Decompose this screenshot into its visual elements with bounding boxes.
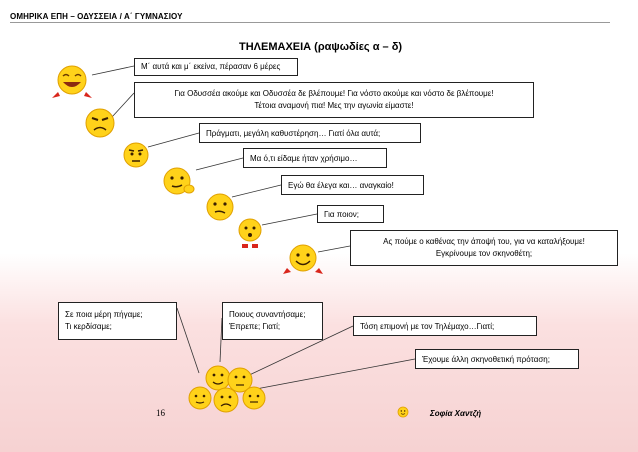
question-bubble: Ποιους συναντήσαμε; Έπρεπε; Γιατί;	[222, 302, 323, 340]
page-title: ΤΗΛΕΜΑΧΕΙΑ (ραψωδίες α – δ)	[239, 41, 403, 53]
hand-on-chin-smiley-icon	[163, 167, 195, 195]
frowning-smiley-icon	[85, 108, 115, 138]
skeptical-smiley-icon	[206, 193, 234, 221]
speech-bubble: Πράγματι, μεγάλη καθυστέρηση… Γιατί όλα …	[199, 123, 421, 143]
question-bubble: Σε ποια μέρη πήγαμε; Τι κερδίσαμε;	[58, 302, 177, 340]
speech-bubble: Για ποιον;	[317, 205, 384, 223]
speech-bubble: Για Οδυσσέα ακούμε και Οδυσσέα δε βλέπου…	[134, 82, 534, 118]
speech-bubble: Μ΄ αυτά και μ΄ εκείνα, πέρασαν 6 μέρες	[134, 58, 298, 76]
question-smiley-icon	[238, 218, 262, 248]
header-divider	[10, 22, 610, 23]
page-header: ΟΜΗΡΙΚΑ ΕΠΗ – ΟΔΥΣΣΕΙΑ / Α΄ ΓΥΜΝΑΣΙΟΥ	[10, 12, 183, 21]
question-bubble: Τόση επιμονή με τον Τηλέμαχο…Γιατί;	[353, 316, 537, 336]
speech-bubble: Ας πούμε ο καθένας την άποψή του, για να…	[350, 230, 618, 266]
laughing-smiley-icon	[52, 65, 92, 98]
question-bubble: Έχουμε άλλη σκηνοθετική πρόταση;	[415, 349, 579, 369]
page-number: 16	[156, 408, 165, 418]
speech-bubble: Μα ό,τι είδαμε ήταν χρήσιμο…	[243, 148, 387, 168]
smiley-group-icon	[188, 365, 266, 413]
small-smiley-icon	[397, 406, 409, 418]
speech-bubble: Εγώ θα έλεγα και… αναγκαίο!	[281, 175, 424, 195]
cheering-smiley-icon	[283, 244, 323, 274]
author-name: Σοφία Χαντζή	[430, 409, 482, 418]
thinking-smiley-icon	[123, 142, 149, 168]
